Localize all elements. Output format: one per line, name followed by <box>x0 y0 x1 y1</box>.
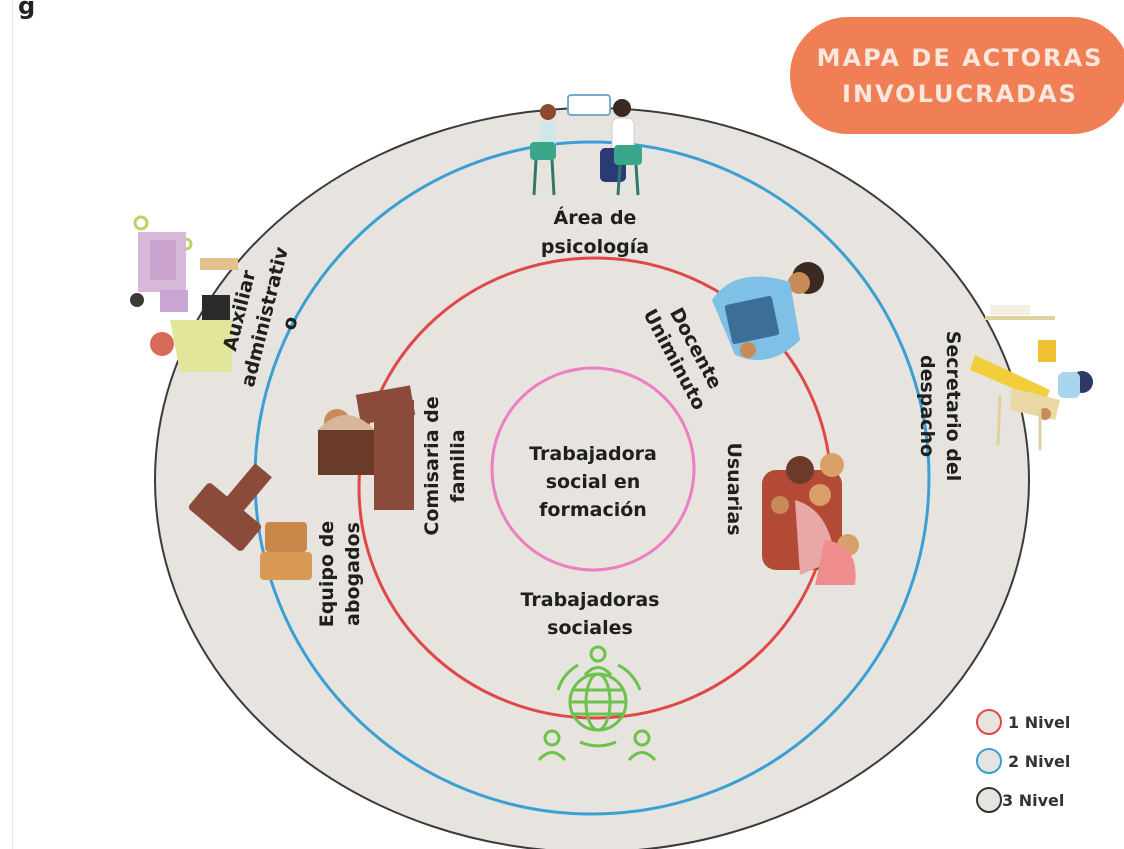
secretario-line-1: Secretario del <box>942 330 964 482</box>
center-label: Trabajadora social en formación <box>513 440 673 524</box>
legend-swatch-red <box>976 709 1002 735</box>
abogados-line-1: Equipo de <box>316 520 338 628</box>
title-line-1: MAPA DE ACTORAS <box>816 43 1104 72</box>
ring-center <box>490 366 696 572</box>
label-trabajadoras-sociales: Trabajadoras sociales <box>500 586 680 642</box>
users-group-icon <box>762 453 859 585</box>
center-line-3: formación <box>539 499 647 521</box>
legend-swatch-dark <box>976 787 1002 813</box>
trabajadoras-line-2: sociales <box>547 617 633 639</box>
office-worker-icon <box>970 305 1093 450</box>
teacher-icon <box>712 262 824 360</box>
judge-icon <box>318 385 416 510</box>
comisaria-line-2: familia <box>447 429 469 503</box>
social-network-icon <box>537 645 657 762</box>
trabajadoras-line-1: Trabajadoras <box>520 589 660 611</box>
legend-label-3: 3 Nivel <box>1002 790 1065 810</box>
psicologia-line-2: psicología <box>540 236 650 258</box>
title-line-2: INVOLUCRADAS <box>842 79 1078 108</box>
admin-desk-icon <box>130 215 238 372</box>
legend-label-1: 1 Nivel <box>1008 712 1071 732</box>
label-usuarias: Usuarias <box>723 442 745 536</box>
center-line-2: social en <box>545 471 641 493</box>
psicologia-line-1: Área de <box>553 207 637 229</box>
comisaria-line-1: Comisaria de <box>421 396 443 536</box>
label-secretario: Secretario del despacho <box>914 321 966 491</box>
abogados-line-2: abogados <box>342 522 364 626</box>
page-margin-rule <box>12 0 13 849</box>
heading-fragment: g <box>18 0 36 20</box>
label-comisaria: Comisaria de familia <box>419 391 471 541</box>
psychology-session-icon <box>530 94 642 196</box>
legend-item-nivel-3: 3 Nivel <box>976 787 1064 813</box>
gavel-icon <box>188 463 312 580</box>
center-line-1: Trabajadora <box>529 443 657 465</box>
label-psicologia: Área de psicología <box>530 204 660 262</box>
legend-swatch-blue <box>976 748 1002 774</box>
secretario-line-2: despacho <box>916 354 938 458</box>
legend-label-2: 2 Nivel <box>1008 751 1071 771</box>
title-badge: MAPA DE ACTORAS INVOLUCRADAS <box>790 17 1124 134</box>
legend-item-nivel-2: 2 Nivel <box>976 748 1070 774</box>
legend-item-nivel-1: 1 Nivel <box>976 709 1070 735</box>
label-abogados: Equipo de abogados <box>314 509 366 639</box>
